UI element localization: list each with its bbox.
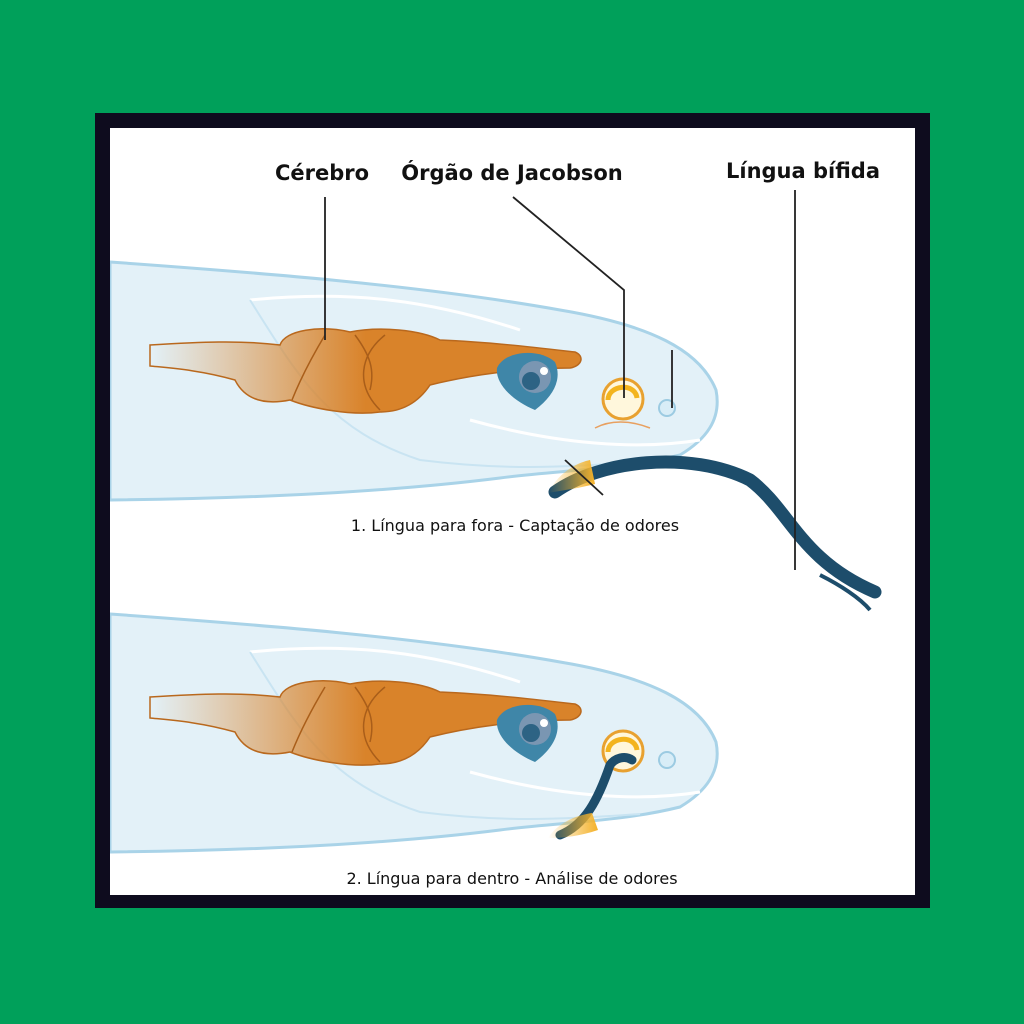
- jacobson-organ-1: [594, 377, 651, 429]
- label-brain: Cérebro: [275, 161, 369, 185]
- forked-tongue-out: [548, 455, 882, 612]
- caption-step-1: 1. Língua para fora - Captação de odores: [351, 516, 679, 535]
- label-jacobson-organ: Órgão de Jacobson: [401, 160, 623, 185]
- forked-tongue-in: [548, 753, 637, 840]
- label-forked-tongue: Língua bífida: [726, 159, 880, 183]
- leader-lines: [324, 190, 796, 570]
- caption-step-2: 2. Língua para dentro - Análise de odore…: [346, 869, 677, 888]
